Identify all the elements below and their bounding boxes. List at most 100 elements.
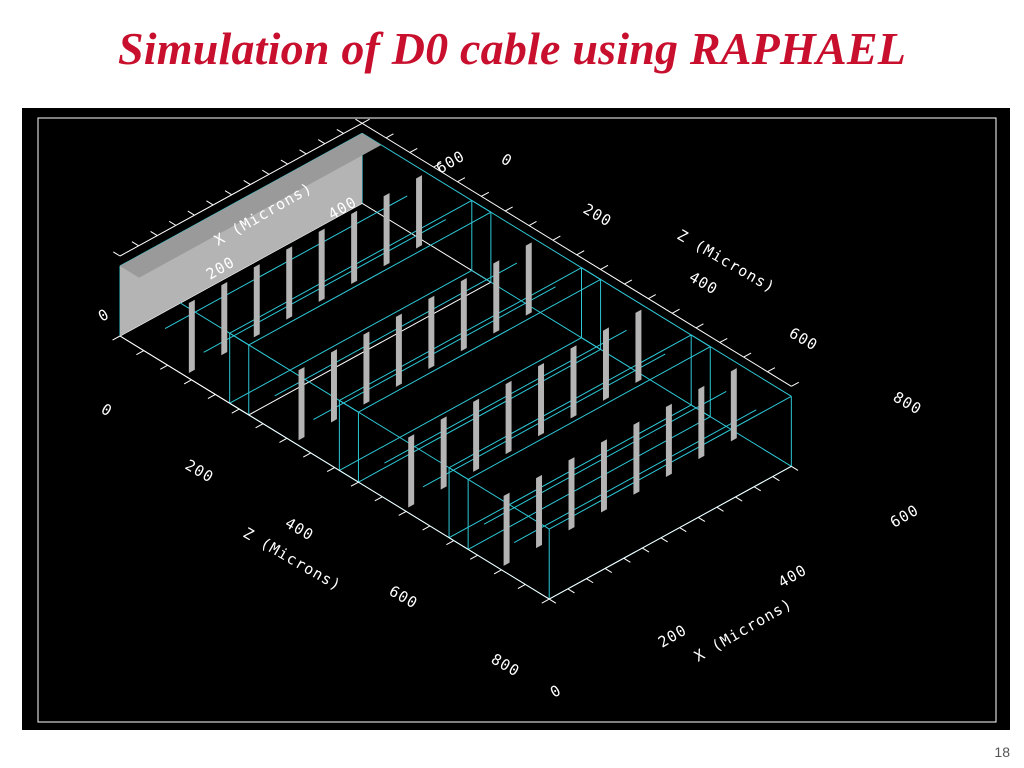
z-axis-front-tick-0: 0 <box>98 400 116 421</box>
layer-top-edge <box>471 200 601 280</box>
x-axis-front-tick <box>679 527 687 533</box>
x-axis-back-tick <box>336 128 344 134</box>
z-axis-back-tick <box>528 221 537 227</box>
page-number: 18 <box>994 744 1010 760</box>
x-axis-front-line <box>548 465 792 600</box>
signal-conductor <box>460 277 467 352</box>
signal-conductor <box>363 331 370 405</box>
z-axis-back-tick <box>409 147 418 153</box>
z-axis-back-tick <box>504 206 513 212</box>
x-axis-back-tick-0: 0 <box>95 305 113 326</box>
z-axis-back-tick <box>767 367 776 373</box>
x-axis-back-tick-600: 600 <box>433 147 468 178</box>
z-axis-front-tick <box>446 540 455 546</box>
layer-top-edge <box>229 332 359 413</box>
z-axis-front-tick <box>493 569 502 575</box>
z-axis-front-tick <box>422 525 431 531</box>
x-axis-front-tick <box>548 598 557 604</box>
back-shield-top <box>120 133 382 278</box>
x-axis-back-tick <box>131 241 139 247</box>
signal-conductor <box>635 309 642 383</box>
layer-stripe <box>274 262 518 397</box>
layer-base-edge <box>361 202 492 283</box>
z-axis-back-tick <box>385 133 394 139</box>
z-axis-front-tick <box>183 379 192 385</box>
z-axis-front-tick <box>398 510 407 516</box>
z-axis-front-tick-200: 200 <box>182 456 217 487</box>
x-axis-front-tick <box>753 486 762 492</box>
x-axis-front-tick <box>791 465 799 471</box>
x-axis-front-tick-600: 600 <box>887 501 922 532</box>
signal-conductor <box>493 260 500 334</box>
z-axis-front-tick <box>303 452 312 458</box>
signal-conductor <box>383 192 390 267</box>
signal-conductor <box>536 474 543 549</box>
layer-base-edge <box>229 270 473 404</box>
x-axis-front-title: X (Microns) <box>691 595 796 666</box>
z-axis-front-tick <box>112 335 121 341</box>
signal-conductor <box>253 264 260 338</box>
z-axis-front-tick <box>517 584 526 589</box>
layer-stripe <box>203 219 447 353</box>
x-axis-front-tick <box>697 516 706 522</box>
x-axis-front-tick <box>716 506 724 512</box>
layer-stripe <box>313 286 556 420</box>
raphael-3d-plot: 0 200 400 600 X (Microns) 0 200 Z (Micro… <box>37 117 997 723</box>
z-axis-back-tick <box>600 264 609 270</box>
layer-base-edge <box>581 337 711 418</box>
z-axis-front-tick <box>374 496 383 502</box>
z-axis-front-tick <box>541 598 550 604</box>
z-axis-back-tick <box>457 177 466 183</box>
x-axis-back-tick <box>187 210 195 216</box>
signal-conductor <box>351 210 358 285</box>
layer-base-edge <box>471 270 601 350</box>
z-axis-back-tick <box>695 323 704 329</box>
layer-stripe <box>384 329 627 464</box>
layer-top-edge <box>339 400 469 480</box>
x-axis-front-tick <box>604 568 613 573</box>
signal-conductor <box>505 380 512 455</box>
signal-conductor <box>188 299 195 374</box>
z-axis-front-tick <box>469 554 478 560</box>
x-axis-back-tick <box>168 220 177 226</box>
z-axis-back-tick <box>648 294 656 300</box>
x-axis-front-tick <box>660 537 668 543</box>
z-axis-front-tick <box>159 364 168 370</box>
z-axis-back-tick <box>361 118 370 124</box>
x-axis-front-tick <box>642 547 650 553</box>
z-axis-back-tick-800: 800 <box>890 388 925 419</box>
z-axis-back-tick <box>624 279 633 285</box>
signal-conductor <box>525 242 532 316</box>
layer-base-edge <box>339 337 582 471</box>
z-axis-back-tick-600: 600 <box>786 324 821 355</box>
cable-conductors <box>120 133 737 566</box>
signal-conductor <box>428 295 435 370</box>
z-axis-back-tick <box>791 381 800 387</box>
signal-conductor <box>568 457 575 531</box>
signal-conductor <box>503 492 510 566</box>
slide-title: Simulation of D0 cable using RAPHAEL <box>117 23 907 74</box>
cable-wireframe <box>119 132 792 600</box>
z-axis-back-tick-400: 400 <box>686 268 721 299</box>
z-axis-front-tick <box>350 481 359 487</box>
signal-conductor <box>298 366 305 441</box>
signal-conductor <box>602 327 609 401</box>
x-axis-front-tick <box>735 496 743 502</box>
x-axis-back-tick <box>317 139 326 145</box>
signal-conductor <box>698 385 705 460</box>
signal-conductor <box>570 345 577 419</box>
signal-conductor <box>730 368 737 442</box>
signal-conductor <box>395 313 402 387</box>
z-axis-back-tick <box>481 191 490 197</box>
signal-conductor <box>330 349 337 423</box>
plot-frame <box>37 117 997 723</box>
layer-base-edge <box>248 281 492 416</box>
layer-top-edge <box>339 267 582 401</box>
x-axis-back-tick <box>206 200 214 206</box>
x-axis-back-tick <box>355 118 363 124</box>
x-axis-back-tick <box>299 149 307 155</box>
z-axis-front-tick-600: 600 <box>386 582 421 613</box>
x-axis-back-tick <box>280 159 288 165</box>
layer-top-edge <box>448 467 550 530</box>
layer-top-edge <box>229 200 473 334</box>
